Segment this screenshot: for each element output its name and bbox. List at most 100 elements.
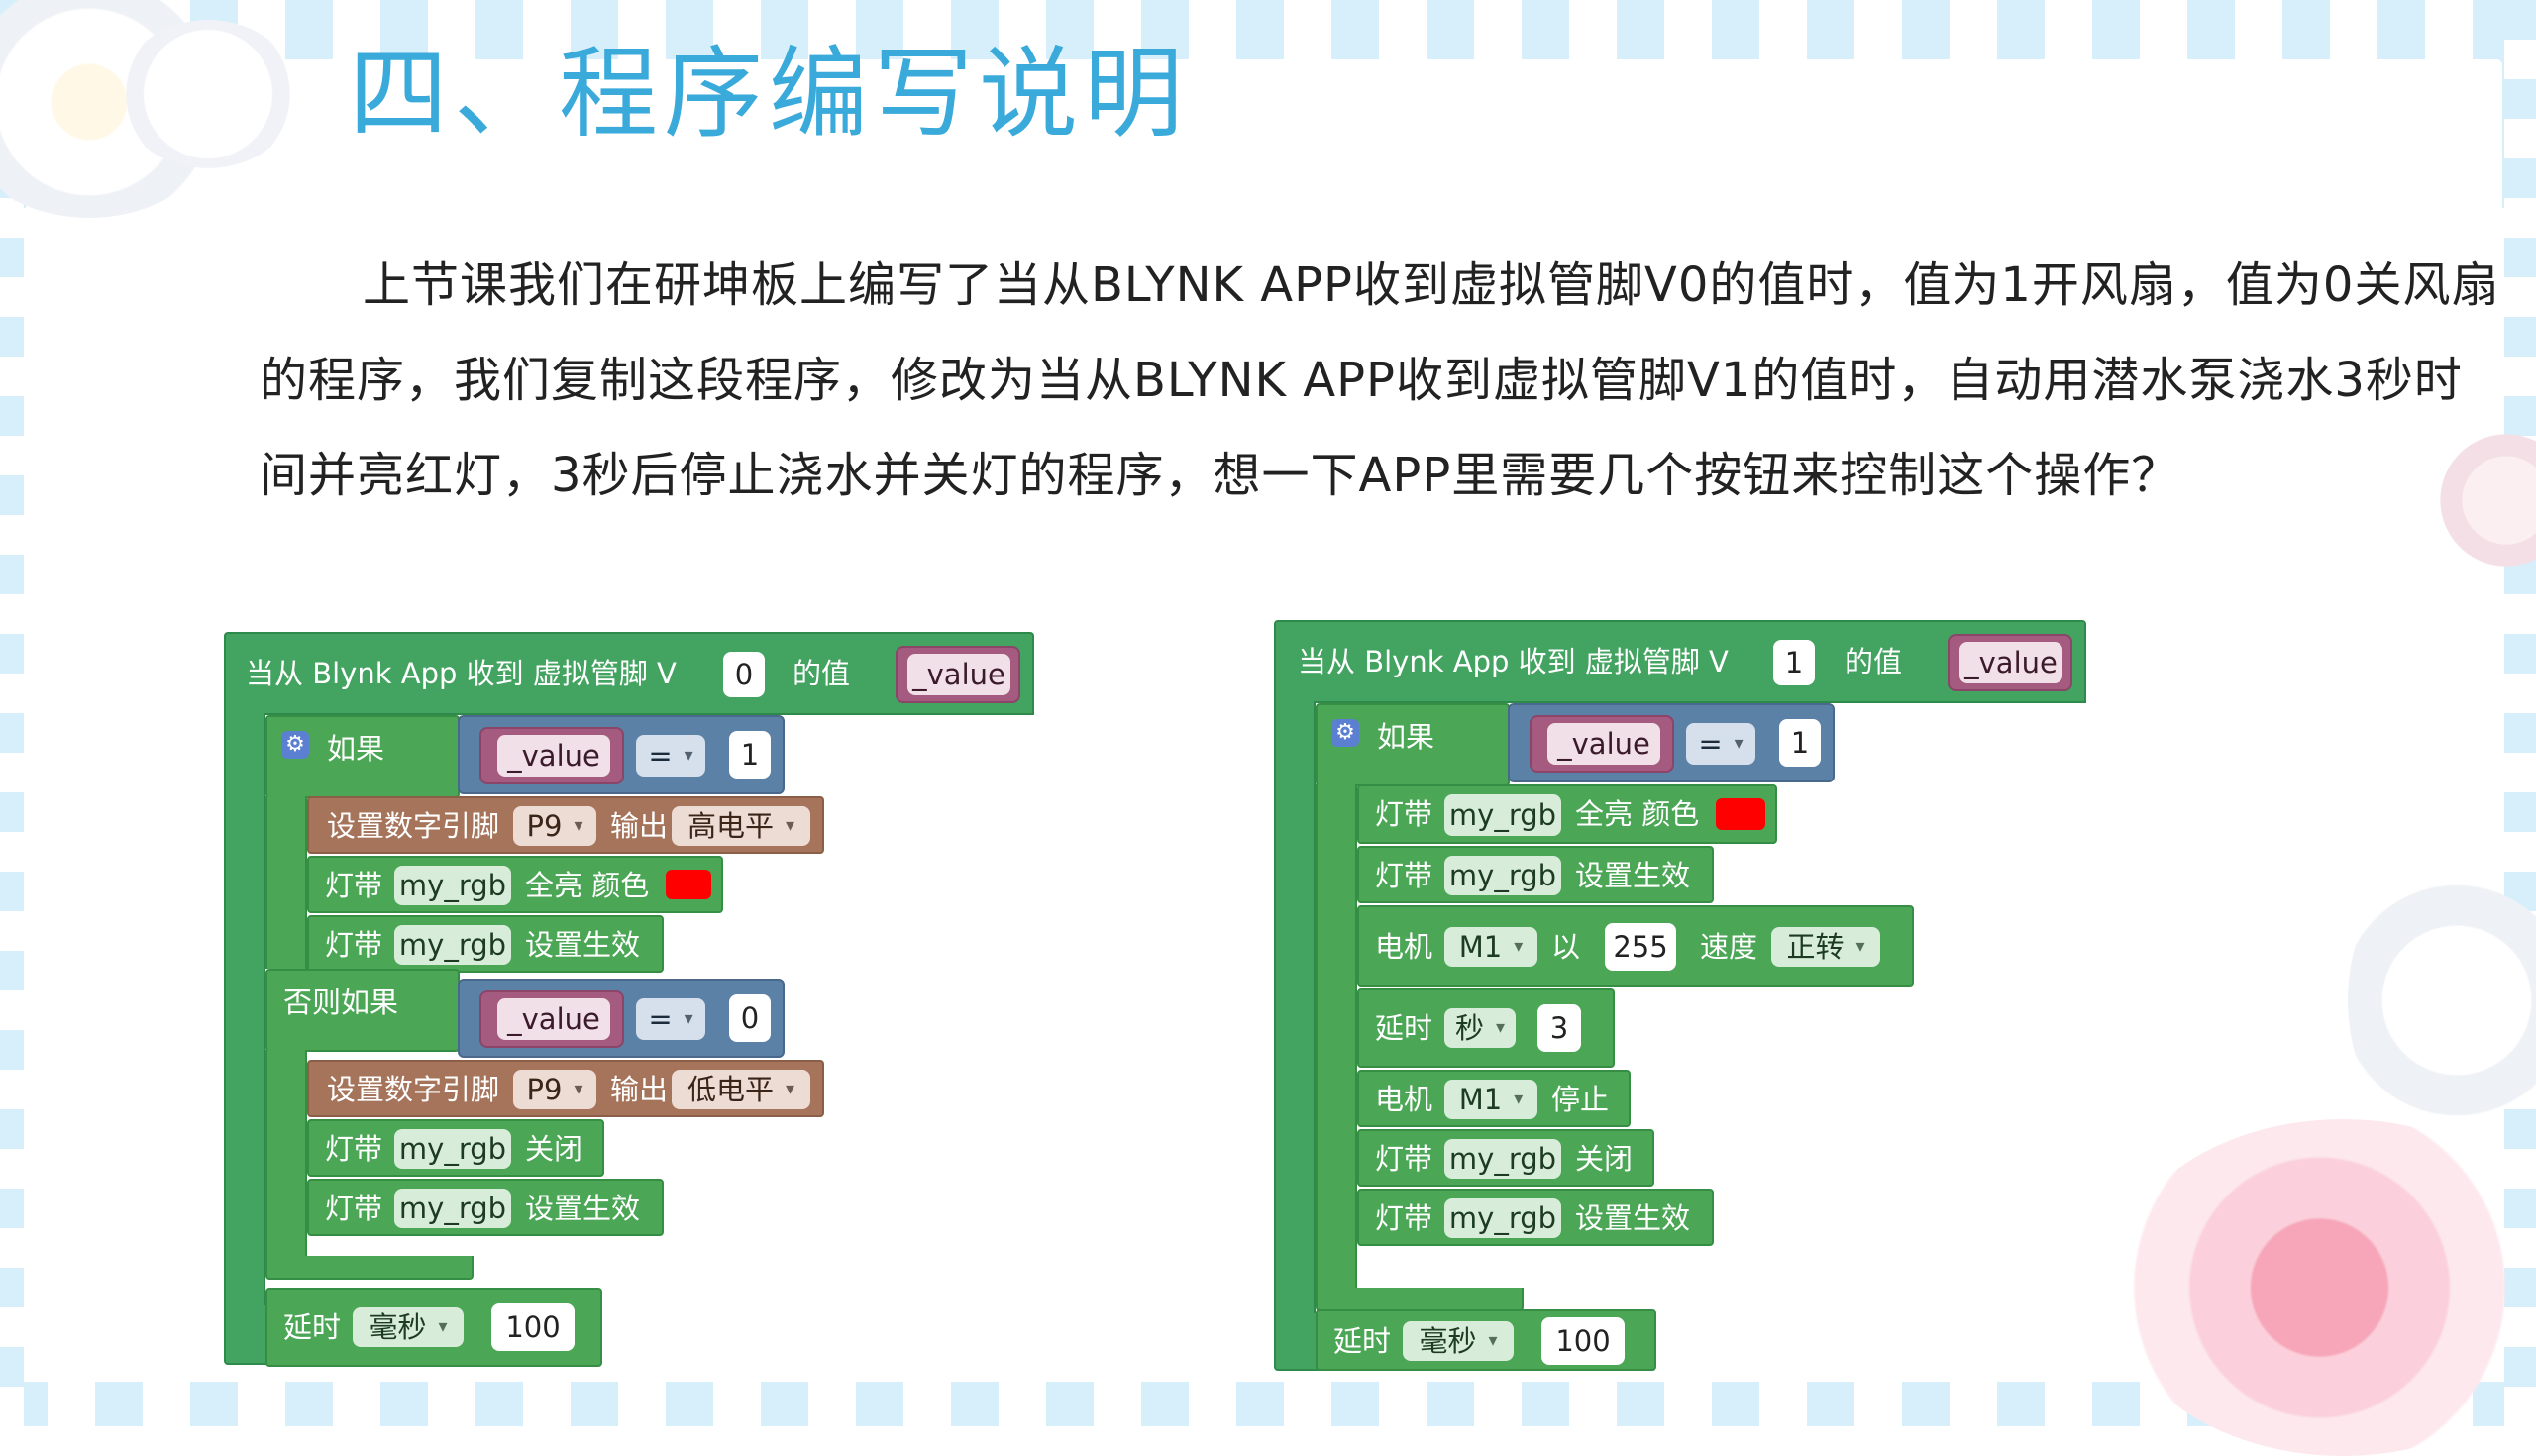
delay-label: 延时 — [1375, 1011, 1433, 1045]
led-strip-color-block[interactable]: 灯带 my_rgb 全亮 颜色 — [307, 856, 723, 913]
else-if-var-field[interactable]: _value — [497, 998, 610, 1040]
delay-value-field[interactable]: 3 — [1537, 1004, 1581, 1052]
if-var-block[interactable]: _value — [1530, 715, 1674, 773]
value-variable-block[interactable]: _value — [1948, 634, 2072, 691]
delay-value-field[interactable]: 100 — [1541, 1317, 1625, 1365]
if-var-field[interactable]: _value — [1547, 723, 1660, 765]
slide-paragraph: 上节课我们在研坤板上编写了当从BLYNK APP收到虚拟管脚V0的值时，值为1开… — [260, 238, 2508, 523]
strip-name-field[interactable]: my_rgb — [1444, 1139, 1561, 1179]
motor-stop-block[interactable]: 电机 M1 停止 — [1357, 1070, 1631, 1127]
motor-direction-dropdown[interactable]: 正转 — [1771, 927, 1880, 967]
else-if-spine — [265, 1050, 307, 1258]
if-value-field[interactable]: 1 — [1779, 719, 1821, 767]
level-dropdown[interactable]: 低电平 — [672, 1070, 810, 1109]
right-program: 当从 Blynk App 收到 虚拟管脚 V 1 的值 _value ⚙ 如果 … — [1274, 620, 2086, 1373]
else-if-label: 否则如果 — [283, 986, 399, 1019]
led-strip-off-block[interactable]: 灯带 my_rgb 关闭 — [1357, 1129, 1654, 1187]
led-strip-label: 灯带 — [325, 1192, 383, 1225]
event-block[interactable]: 当从 Blynk App 收到 虚拟管脚 V 1 的值 _value — [1274, 620, 2086, 703]
led-strip-label: 灯带 — [1375, 1201, 1433, 1235]
if-value-field[interactable]: 1 — [729, 731, 771, 779]
strip-action-label: 设置生效 — [1575, 1201, 1691, 1235]
if-compare-block[interactable]: _value = 1 — [1508, 703, 1835, 782]
color-swatch[interactable] — [666, 870, 711, 899]
pin-field[interactable]: 1 — [1773, 640, 1815, 685]
strip-name-field[interactable]: my_rgb — [1444, 1198, 1561, 1238]
else-if-value-field[interactable]: 0 — [729, 994, 771, 1042]
value-variable-field[interactable]: _value — [1959, 642, 2062, 683]
motor-dropdown[interactable]: M1 — [1444, 927, 1537, 967]
value-variable-block[interactable]: _value — [896, 646, 1020, 703]
strip-name-field[interactable]: my_rgb — [394, 1129, 511, 1169]
strip-name-field[interactable]: my_rgb — [394, 925, 511, 965]
delay-block[interactable]: 延时 毫秒 100 — [1316, 1309, 1656, 1371]
if-operator-dropdown[interactable]: = — [1686, 723, 1755, 765]
delay-value-field[interactable]: 100 — [491, 1303, 575, 1351]
led-strip-label: 灯带 — [325, 1132, 383, 1166]
if-block[interactable]: ⚙ 如果 — [1316, 703, 1510, 786]
color-swatch[interactable] — [1716, 798, 1765, 830]
if-var-field[interactable]: _value — [497, 735, 610, 777]
if-block[interactable]: ⚙ 如果 — [265, 715, 460, 798]
led-strip-label: 灯带 — [1375, 797, 1433, 831]
gear-icon[interactable]: ⚙ — [281, 731, 309, 759]
if-compare-block[interactable]: _value = 1 — [458, 715, 785, 794]
delay-block[interactable]: 延时 毫秒 100 — [265, 1288, 602, 1367]
else-if-var-block[interactable]: _value — [479, 990, 624, 1048]
led-strip-apply-block[interactable]: 灯带 my_rgb 设置生效 — [307, 915, 664, 973]
strip-name-field[interactable]: my_rgb — [1444, 856, 1561, 895]
delay-seconds-block[interactable]: 延时 秒 3 — [1357, 988, 1615, 1068]
level-dropdown[interactable]: 高电平 — [672, 806, 810, 846]
of-value-label: 的值 — [1845, 645, 1903, 678]
led-strip-apply-block[interactable]: 灯带 my_rgb 设置生效 — [1357, 846, 1714, 903]
delay-unit-dropdown[interactable]: 毫秒 — [1403, 1321, 1514, 1361]
delay-unit-dropdown[interactable]: 毫秒 — [353, 1307, 464, 1347]
digital-write-low-block[interactable]: 设置数字引脚 P9 输出 低电平 — [307, 1060, 824, 1117]
motor-run-block[interactable]: 电机 M1 以 255 速度 正转 — [1357, 905, 1914, 987]
else-if-block[interactable]: 否则如果 — [265, 969, 460, 1052]
strip-name-field[interactable]: my_rgb — [394, 1189, 511, 1228]
led-strip-apply-block[interactable]: 灯带 my_rgb 设置生效 — [307, 1179, 664, 1236]
value-variable-field[interactable]: _value — [907, 654, 1010, 695]
led-strip-label: 灯带 — [1375, 1142, 1433, 1176]
gear-icon[interactable]: ⚙ — [1331, 719, 1359, 747]
pin-dropdown[interactable]: P9 — [513, 1070, 596, 1109]
of-value-label: 的值 — [792, 657, 851, 690]
event-header-label: 当从 Blynk App 收到 虚拟管脚 V — [1298, 645, 1729, 678]
led-strip-off-block[interactable]: 灯带 my_rgb 关闭 — [307, 1119, 604, 1177]
output-label: 输出 — [610, 809, 669, 843]
flower-decoration-top-left-2 — [119, 20, 297, 168]
strip-name-field[interactable]: my_rgb — [394, 866, 511, 905]
output-label: 输出 — [610, 1073, 669, 1106]
led-strip-apply-block[interactable]: 灯带 my_rgb 设置生效 — [1357, 1189, 1714, 1246]
else-if-compare-block[interactable]: _value = 0 — [458, 979, 785, 1058]
if-operator-dropdown[interactable]: = — [636, 735, 705, 777]
pin-dropdown[interactable]: P9 — [513, 806, 596, 846]
if-footer — [1316, 1288, 1524, 1311]
led-strip-label: 灯带 — [325, 869, 383, 902]
delay-label: 延时 — [1333, 1324, 1392, 1358]
strip-action-label: 关闭 — [525, 1132, 583, 1166]
delay-label: 延时 — [283, 1310, 342, 1344]
if-footer — [265, 1256, 474, 1280]
strip-action-label: 设置生效 — [525, 928, 641, 962]
motor-dropdown[interactable]: M1 — [1444, 1080, 1537, 1119]
stamp-border-bottom — [0, 1382, 2536, 1426]
stamp-border-left — [0, 0, 24, 1426]
if-var-block[interactable]: _value — [479, 727, 624, 784]
delay-unit-dropdown[interactable]: 秒 — [1444, 1008, 1516, 1048]
motor-speed-field[interactable]: 255 — [1605, 923, 1676, 971]
if-label: 如果 — [1377, 720, 1435, 754]
strip-name-field[interactable]: my_rgb — [1444, 794, 1561, 836]
flower-decoration-bottom-right — [2110, 1119, 2536, 1456]
led-strip-color-block[interactable]: 灯带 my_rgb 全亮 颜色 — [1357, 784, 1777, 844]
digital-write-high-block[interactable]: 设置数字引脚 P9 输出 高电平 — [307, 796, 824, 854]
event-spine — [224, 713, 265, 1307]
else-if-operator-dropdown[interactable]: = — [636, 998, 705, 1040]
pin-field[interactable]: 0 — [723, 652, 765, 697]
motor-label: 电机 — [1375, 930, 1433, 964]
led-strip-label: 灯带 — [325, 928, 383, 962]
event-block[interactable]: 当从 Blynk App 收到 虚拟管脚 V 0 的值 _value — [224, 632, 1034, 715]
left-program: 当从 Blynk App 收到 虚拟管脚 V 0 的值 _value ⚙ 如果 … — [224, 632, 1036, 1370]
led-strip-label: 灯带 — [1375, 859, 1433, 892]
